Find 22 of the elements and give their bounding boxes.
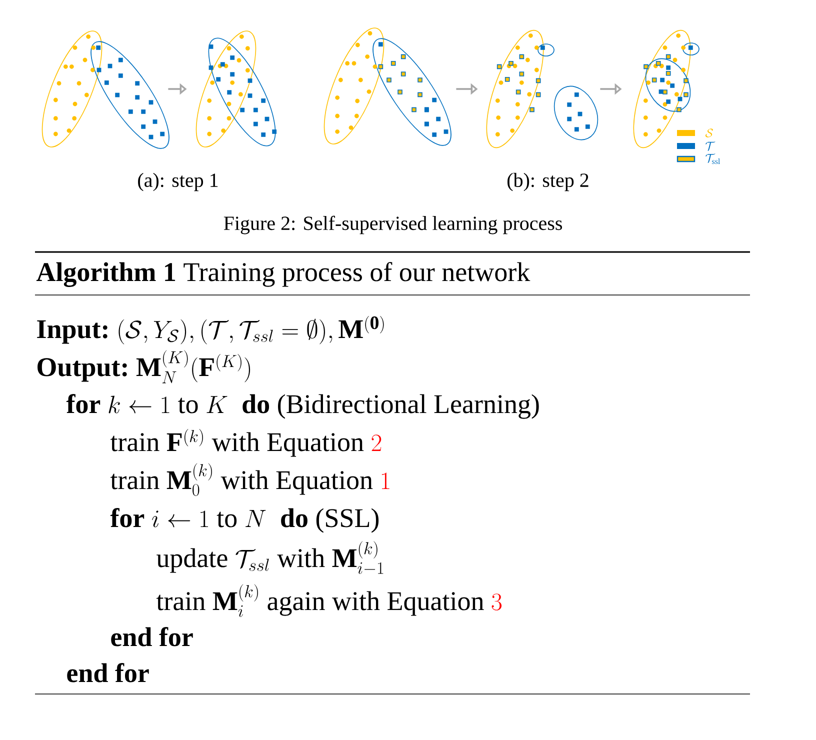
algorithm-line: $\text{update } \mathcal{T}_{ssl} \text{ with } \mathbf{M}_{i-1}^{(k)}$ — [156, 541, 384, 574]
algorithm-line: $\text{train } \mathbf{F}^{(k)} \text{ with Equation } \textcolor{red}{2}$ — [110, 429, 382, 457]
scatter-drawing — [324, 28, 452, 146]
scatter-drawing — [196, 30, 277, 148]
algorithm-line: $\textbf{for}\ i \leftarrow 1 \text{ to } N\ \ \textbf{do} \text{ (SSL)}$ — [110, 508, 379, 533]
algorithm-line: $\textbf{for}\ k \leftarrow 1 \text{ to } K\ \ \textbf{do} \text{ (Bidirectional Learning)}$ — [66, 394, 539, 419]
algorithm-line: end for — [111, 627, 193, 646]
legend-label: $\mathcal{T}_{\mathrm{ssl}}$ — [706, 154, 720, 164]
algorithm-line: $\textbf{Output:}\ \mathbf{M}_N^{(K)}(\mathbf{F}^{(K)})$ — [38, 350, 250, 384]
algorithm-line: end for — [67, 663, 149, 682]
algorithm-title: Algorithm 1 Training process of our network — [36, 262, 530, 287]
subfigure-caption: (b): step 2 — [508, 172, 588, 192]
algorithm-line: $\text{train } \mathbf{M}_i^{(k)} \text{ again with Equation } \textcolor{red}{3}$ — [156, 584, 502, 617]
legend-label: $\mathcal{S}$ — [705, 128, 713, 138]
figure-caption: Figure 2: Self-supervised learning process — [224, 216, 562, 234]
scatter-drawing — [633, 30, 700, 148]
scatter-drawing — [42, 30, 170, 149]
scatter-drawing — [486, 30, 598, 148]
algorithm-line: $\text{train } \mathbf{M}_0^{(k)} \text{ with Equation } \textcolor{red}{1}$ — [110, 463, 390, 496]
legend-label: $\mathcal{T}$ — [706, 142, 716, 151]
algorithm-line: $\textbf{Input:}\ (\mathcal{S}, Y_{\mathcal{S}}), (\mathcal{T}, \mathcal{T}_{ssl} = \emptyset), \mathbf{M}^{(\mathbf{0})}$ — [37, 316, 384, 344]
subfigure-caption: (a): step 1 — [138, 172, 218, 192]
